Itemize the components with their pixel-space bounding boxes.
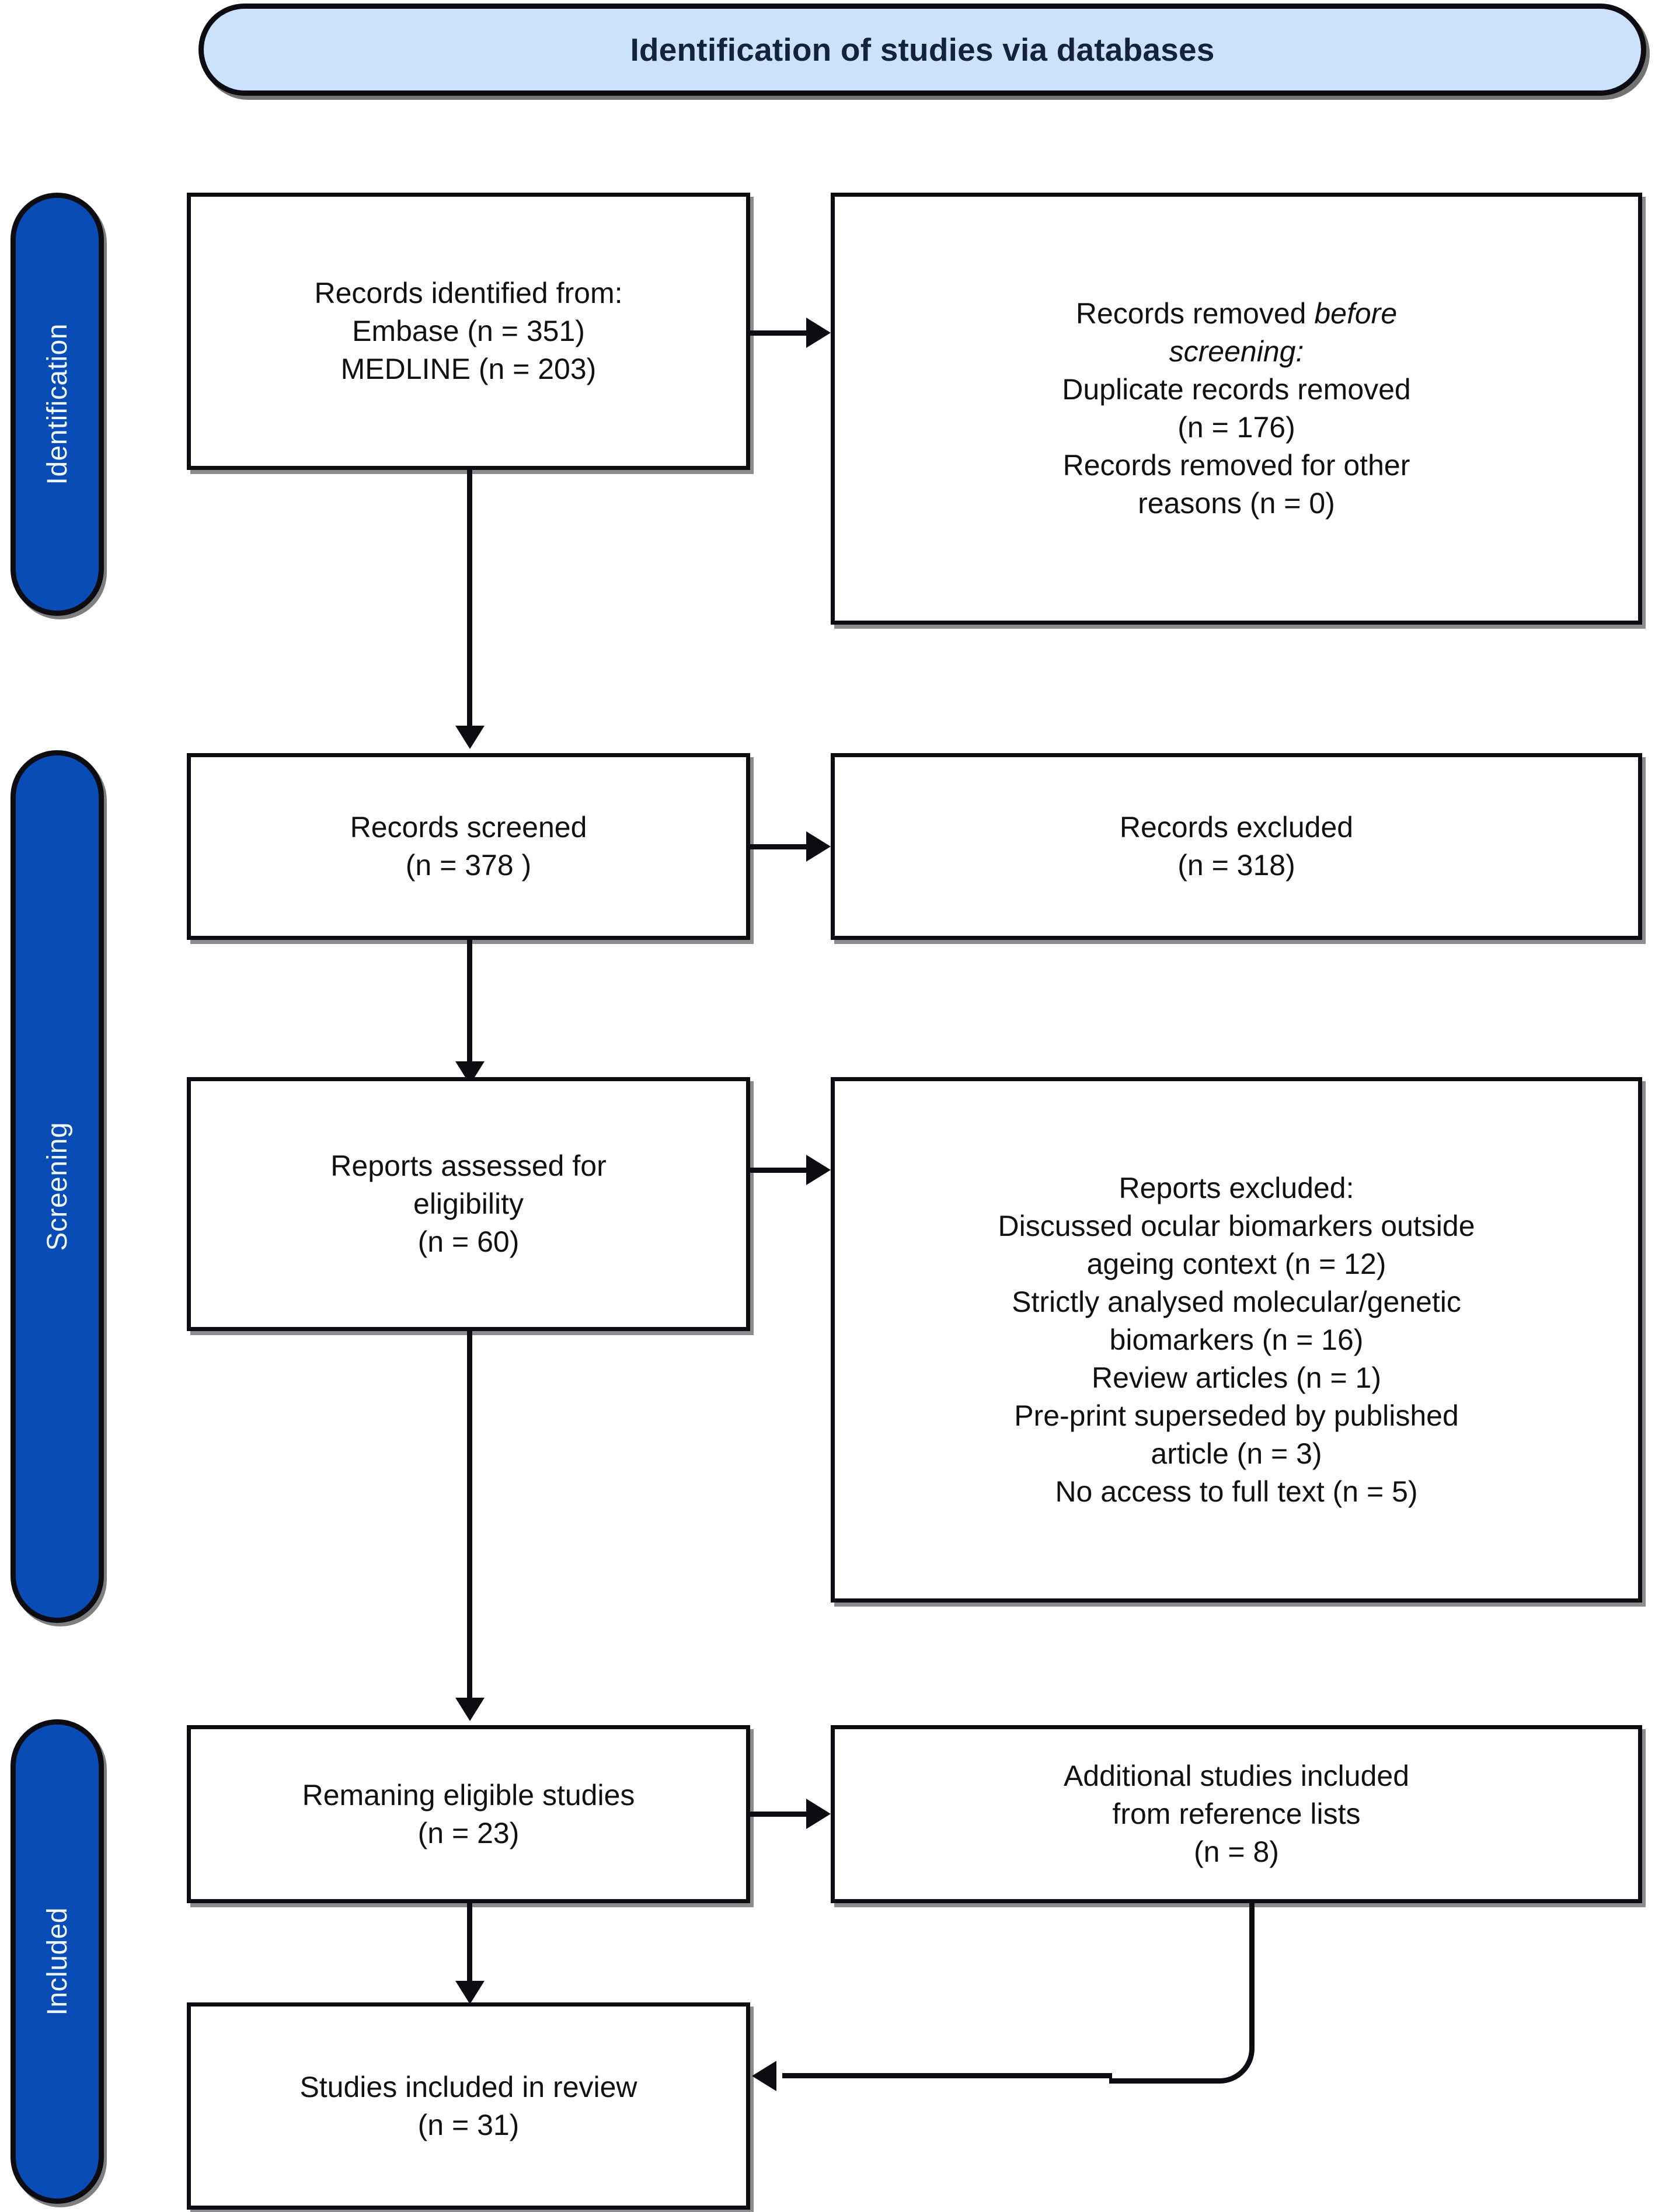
box-remaining-eligible-studies-text: Remaning eligible studies (n = 23) (302, 1778, 635, 1849)
box-reports-assessed-text: Reports assessed for eligibility (n = 60… (330, 1149, 607, 1258)
box-remaining-eligible-studies: Remaning eligible studies (n = 23) (187, 1725, 750, 1903)
box-records-removed-before-screening-text: Records removed before screening: Duplicat… (1047, 295, 1426, 522)
connector-remaining-to-included-arrow (455, 1981, 485, 2004)
box-records-excluded-text: Records excluded (n = 318) (1119, 811, 1354, 882)
removed-line1-prefix: Records removed (1075, 297, 1315, 330)
diagram-header-banner: Identification of studies via databases (198, 4, 1646, 96)
connector-additional-to-included-line (782, 2073, 1112, 2078)
connector-identified-to-screened-arrow (455, 726, 485, 749)
removed-line2-italic: screening: (1169, 335, 1304, 368)
stage-label-included-text: Included (41, 1907, 73, 2016)
stage-label-identification-text: Identification (41, 323, 73, 485)
connector-additional-to-included-arrow (752, 2061, 776, 2091)
page-title: Identification of studies via databases (630, 32, 1215, 68)
connector-screened-to-excluded-line (750, 844, 809, 849)
stage-label-screening: Screening (11, 750, 104, 1623)
connector-assessed-to-remaining-line (467, 1331, 472, 1699)
box-reports-excluded: Reports excluded: Discussed ocular bioma… (831, 1077, 1642, 1603)
box-records-excluded: Records excluded (n = 318) (831, 753, 1642, 940)
stage-label-screening-text: Screening (41, 1122, 73, 1251)
box-additional-studies-text: Additional studies included from referen… (1063, 1760, 1410, 1868)
box-studies-included-in-review-text: Studies included in review (n = 31) (299, 2070, 637, 2141)
box-records-identified: Records identified from: Embase (n = 351… (187, 193, 750, 470)
connector-identified-to-removed-line (750, 330, 809, 336)
box-records-screened: Records screened (n = 378 ) (187, 753, 750, 940)
box-records-screened-text: Records screened (n = 378 ) (350, 811, 587, 882)
stage-label-included: Included (11, 1719, 104, 2204)
connector-remaining-to-additional-line (750, 1812, 809, 1817)
box-additional-studies: Additional studies included from referen… (831, 1725, 1642, 1903)
connector-assessed-to-reportsexcluded-line (750, 1168, 809, 1173)
box-reports-excluded-text: Reports excluded: Discussed ocular bioma… (998, 1171, 1475, 1508)
connector-identified-to-screened-line (467, 470, 472, 727)
connector-assessed-to-remaining-arrow (455, 1698, 485, 1721)
stage-label-identification: Identification (11, 193, 104, 616)
connector-screened-to-excluded-arrow (806, 831, 831, 862)
box-reports-assessed: Reports assessed for eligibility (n = 60… (187, 1077, 750, 1331)
connector-additional-to-included-elbow (1109, 1900, 1255, 2084)
box-records-removed-before-screening: Records removed before screening: Duplicat… (831, 193, 1642, 625)
connector-assessed-to-reportsexcluded-arrow (806, 1155, 831, 1185)
connector-screened-to-assessed-line (467, 940, 472, 1065)
box-records-identified-text: Records identified from: Embase (n = 351… (314, 277, 623, 385)
connector-identified-to-removed-arrow (806, 318, 831, 348)
removed-line1-italic: before (1314, 297, 1398, 330)
connector-remaining-to-included-line (467, 1903, 472, 1982)
connector-remaining-to-additional-arrow (806, 1799, 831, 1829)
removed-rest: Duplicate records removed (n = 176) Reco… (1062, 373, 1411, 520)
box-studies-included-in-review: Studies included in review (n = 31) (187, 2002, 750, 2210)
